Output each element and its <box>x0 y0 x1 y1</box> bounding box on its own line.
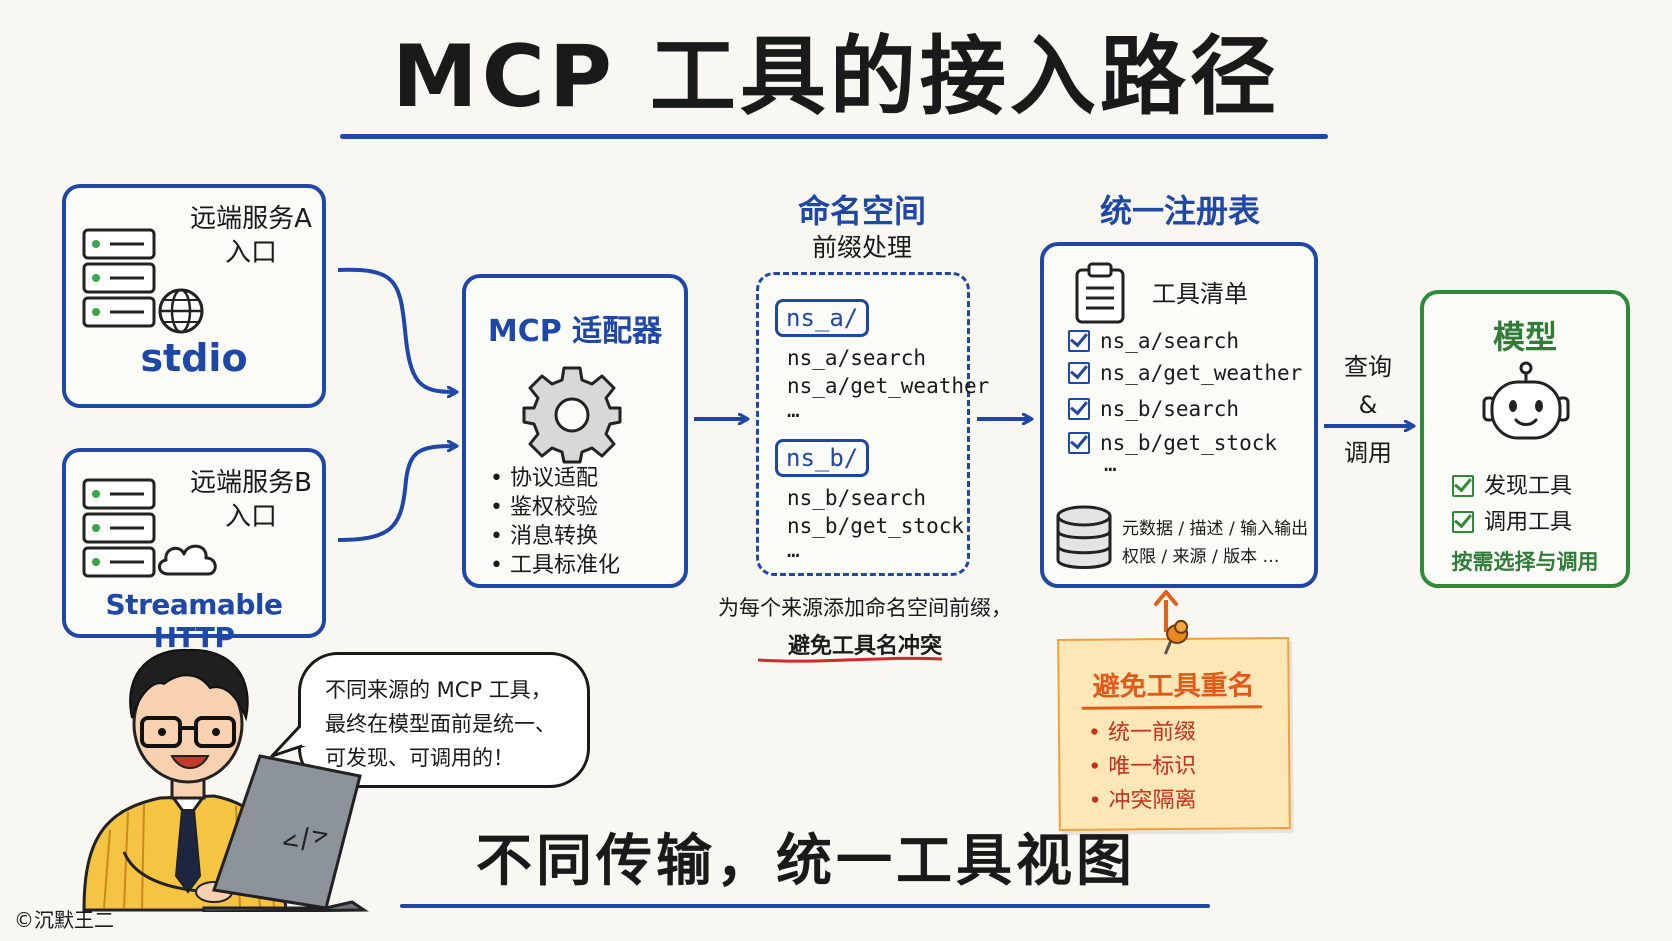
sticky-title-underline <box>1081 705 1262 710</box>
model-check: 调用工具 <box>1452 504 1572 536</box>
checkbox-icon <box>1068 362 1090 384</box>
registry-list-title: 工具清单 <box>1152 280 1248 308</box>
model-footer: 按需选择与调用 <box>1451 550 1599 574</box>
registry-box: 工具清单 ns_a/search ns_a/get_weather ns_b/s… <box>1040 242 1318 588</box>
checkbox-icon <box>1068 398 1090 420</box>
pushpin-icon <box>1163 619 1189 655</box>
registry-item: ns_a/get_weather <box>1068 358 1302 388</box>
registry-item: ns_a/search <box>1068 326 1239 356</box>
server-rack-icon <box>82 478 156 578</box>
namespace-box: ns_a/ ns_a/search ns_a/get_weather … ns_… <box>756 272 989 576</box>
registry-meta: 权限 / 来源 / 版本 … <box>1122 547 1280 567</box>
registry-meta: 元数据 / 描述 / 输入输出 <box>1122 519 1309 539</box>
checkbox-icon <box>1068 432 1090 454</box>
database-icon <box>1056 505 1112 569</box>
ns-a-tag: ns_a/ <box>775 299 870 337</box>
server-b-transport: Streamable HTTP <box>105 588 283 654</box>
clipboard-icon <box>1075 262 1125 324</box>
adapter-box: MCP 适配器 • 协议适配 • 鉴权校验 • 消息转换 • 工具标准化 <box>462 274 688 588</box>
server-a-label: 远端服务A 入口 <box>190 204 312 268</box>
checkbox-icon <box>1452 475 1474 497</box>
sticky-title: 避免工具重名 <box>1092 670 1255 703</box>
bottom-subtitle: 不同传输，统一工具视图 <box>476 829 1136 894</box>
model-check: 发现工具 <box>1452 468 1572 500</box>
registry-item: ns_b/search <box>1068 394 1239 424</box>
query-call-label: 查询 & 调用 <box>1344 353 1392 467</box>
arrow-server-a-to-adapter <box>337 267 455 392</box>
arrow-server-b-to-adapter <box>337 446 455 542</box>
adapter-title: MCP 适配器 <box>487 314 663 349</box>
ns-b-item: ns_b/search <box>787 486 927 510</box>
server-a-box: 远端服务A 入口 stdio <box>62 184 326 408</box>
ns-a-item: … <box>787 398 800 422</box>
server-b-label: 远端服务B 入口 <box>190 468 312 532</box>
ns-b-item: ns_b/get_stock <box>787 514 965 538</box>
robot-icon <box>1482 361 1570 440</box>
page-title: MCP 工具的接入路径 <box>392 27 1280 127</box>
model-box: 模型 发现工具 调用工具 按需选择与调用 <box>1420 290 1630 588</box>
speech-bubble-tail <box>270 724 316 758</box>
developer-illustration: </> <box>82 648 369 912</box>
ns-a-item: ns_a/get_weather <box>787 374 990 398</box>
note-underline <box>757 656 943 663</box>
speech-bubble: 不同来源的 MCP 工具， 最终在模型面前是统一、 可发现、可调用的！ <box>298 652 590 788</box>
ns-a-item: ns_a/search <box>787 346 927 370</box>
checkbox-icon <box>1068 330 1090 352</box>
copyright-label: ©沉默王二 <box>14 908 114 932</box>
namespace-note-emphasis: 避免工具名冲突 <box>787 634 942 659</box>
checkbox-icon <box>1452 511 1474 533</box>
namespace-note: 为每个来源添加命名空间前缀， <box>718 596 1012 620</box>
server-b-box: 远端服务B 入口 Streamable HTTP <box>62 448 326 654</box>
registry-more: … <box>1104 452 1117 476</box>
ns-b-item: … <box>787 538 800 562</box>
registry-title: 统一注册表 <box>1099 192 1260 230</box>
namespace-subtitle: 前缀处理 <box>811 233 912 262</box>
namespace-title: 命名空间 <box>797 192 926 230</box>
globe-icon <box>158 288 204 334</box>
registry-item: ns_b/get_stock <box>1068 428 1277 458</box>
adapter-bullets: • 协议适配 • 鉴权校验 • 消息转换 • 工具标准化 <box>490 466 620 578</box>
sticky-bullets: • 统一前缀 • 唯一标识 • 冲突隔离 <box>1087 719 1197 814</box>
sticky-note: 避免工具重名 • 统一前缀 • 唯一标识 • 冲突隔离 <box>1057 619 1291 832</box>
ns-b-tag: ns_b/ <box>775 439 870 477</box>
server-a-transport: stdio <box>140 336 248 380</box>
server-rack-icon <box>82 228 156 328</box>
cloud-icon <box>158 544 217 576</box>
model-title: 模型 <box>1492 318 1557 356</box>
gear-icon <box>522 366 622 464</box>
title-underline <box>340 134 1328 139</box>
